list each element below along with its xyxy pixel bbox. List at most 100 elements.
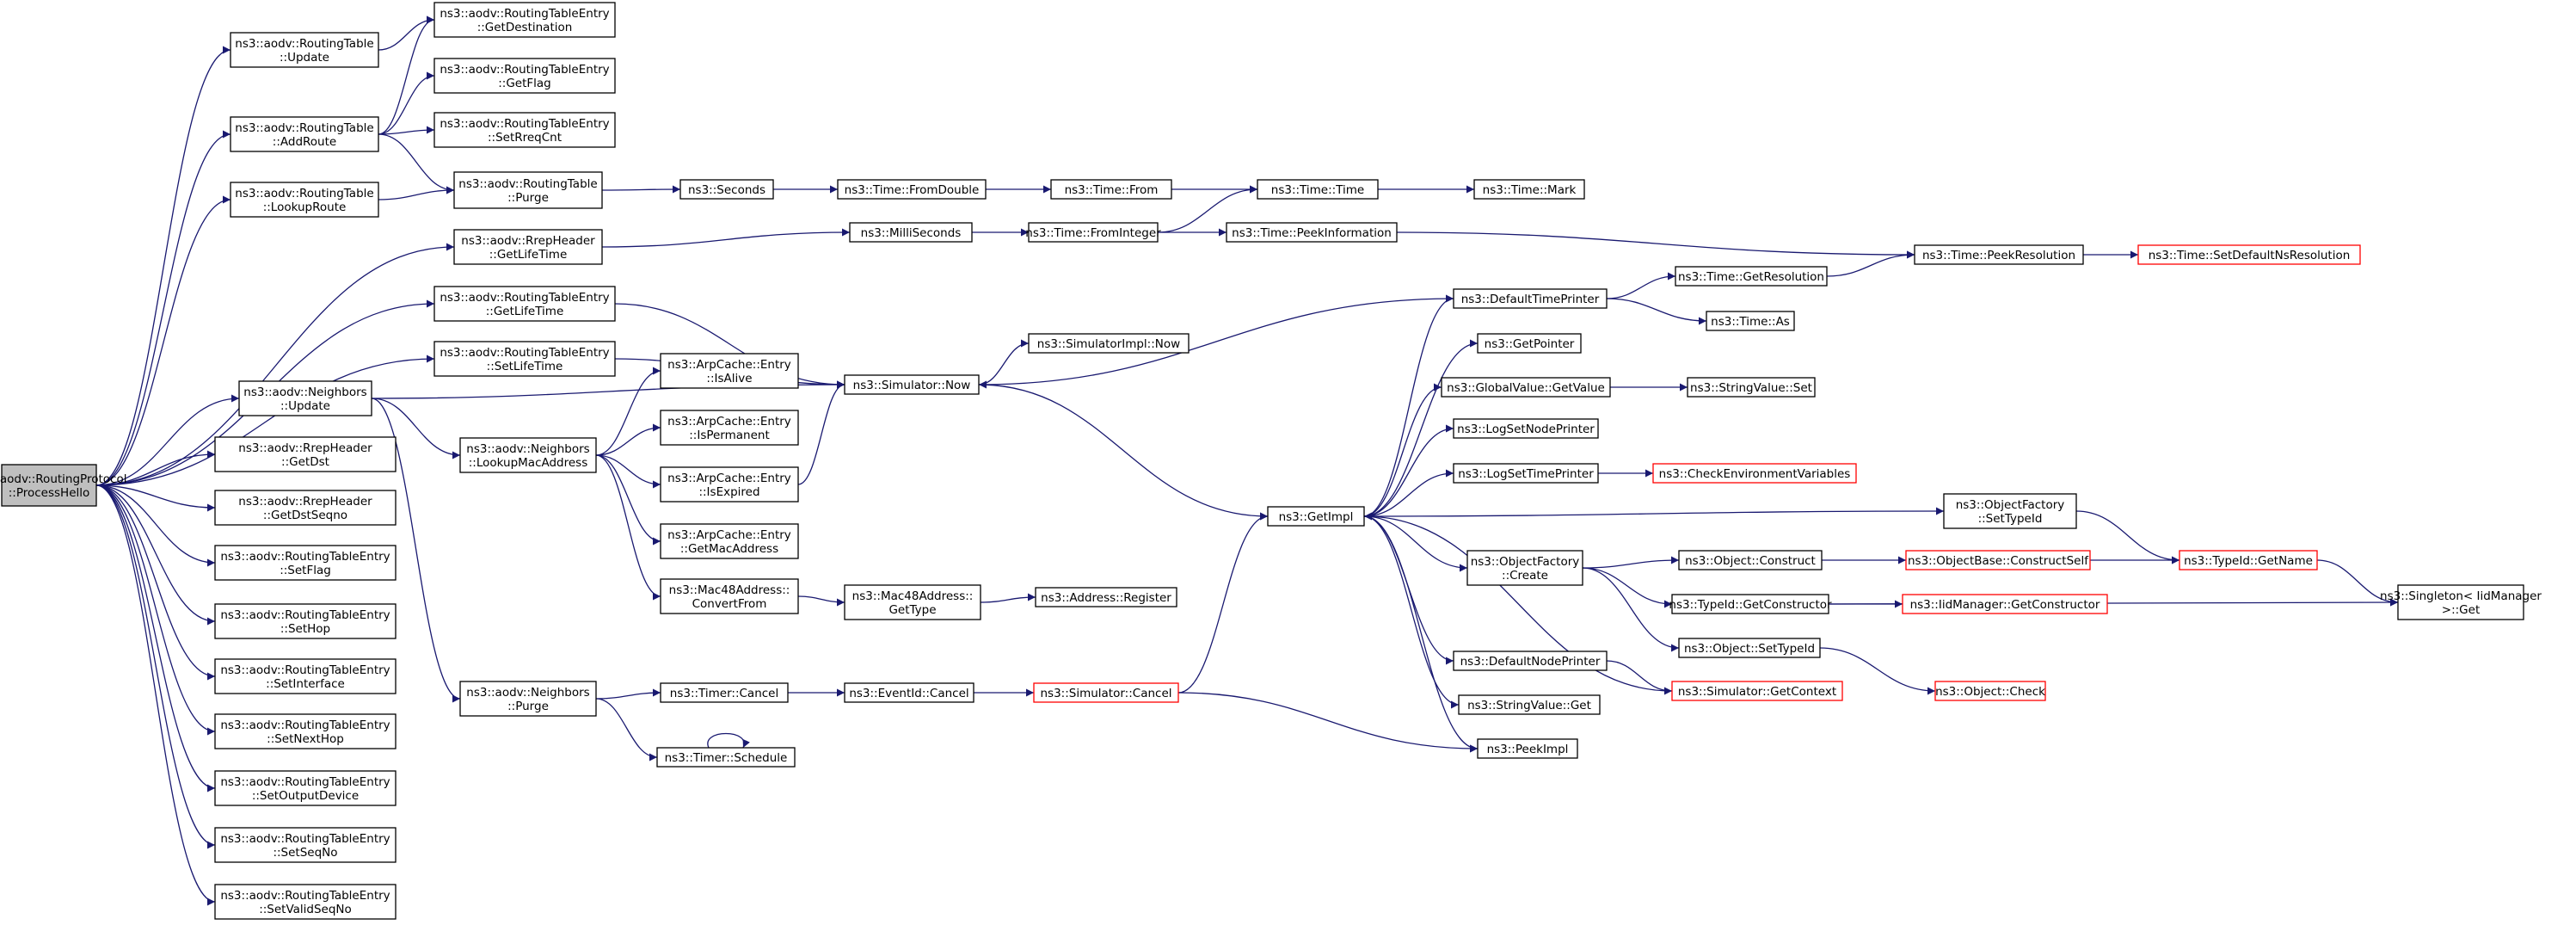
edge-n54-n62 xyxy=(1826,250,1915,277)
node-ns3-object-settypeid[interactable]: ns3::Object::SetTypeId xyxy=(1678,638,1821,658)
node-ns3-simulatorimpl-now[interactable]: ns3::SimulatorImpl::Now xyxy=(1028,333,1190,354)
node-ns3-aodv-routingtableentry-sethop[interactable]: ns3::aodv::RoutingTableEntry::SetHop xyxy=(214,603,397,639)
edge-n0-n3 xyxy=(95,195,231,486)
node-ns3-milliseconds[interactable]: ns3::MilliSeconds xyxy=(849,222,973,243)
node-ns3-globalvalue-getvalue[interactable]: ns3::GlobalValue::GetValue xyxy=(1441,377,1611,398)
edge-n43-n53 xyxy=(1363,515,1479,753)
node-ns3-time-peekinformation[interactable]: ns3::Time::PeekInformation xyxy=(1226,222,1398,243)
node-box xyxy=(1453,651,1608,671)
node-ns3-getimpl[interactable]: ns3::GetImpl xyxy=(1267,506,1365,527)
node-label: ::Create xyxy=(1502,569,1548,583)
node-ns3-aodv-routingtable-purge[interactable]: ns3::aodv::RoutingTable::Purge xyxy=(453,171,603,209)
node-ns3-time-frominteger[interactable]: ns3::Time::FromInteger xyxy=(1025,222,1161,243)
node-ns3-aodv-routingtableentry-setrreqcnt[interactable]: ns3::aodv::RoutingTableEntry::SetRreqCnt xyxy=(433,112,616,148)
node-ns3-mac48address-convertfrom[interactable]: ns3::Mac48Address::ConvertFrom xyxy=(660,578,799,614)
node-ns3-simulator-getcontext[interactable]: ns3::Simulator::GetContext xyxy=(1671,681,1843,701)
node-ns3-defaultnodeprinter[interactable]: ns3::DefaultNodePrinter xyxy=(1453,651,1608,671)
node-ns3-aodv-routingtableentry-setoutputdevice[interactable]: ns3::aodv::RoutingTableEntry::SetOutputD… xyxy=(214,770,397,806)
node-ns3-objectfactory-settypeid[interactable]: ns3::ObjectFactory::SetTypeId xyxy=(1943,493,2077,529)
node-label: ns3::GetPointer xyxy=(1485,337,1575,351)
node-label: ns3::EventId::Cancel xyxy=(849,687,968,700)
node-ns3-defaulttimeprinter[interactable]: ns3::DefaultTimePrinter xyxy=(1453,288,1608,309)
node-ns3-timer-cancel[interactable]: ns3::Timer::Cancel xyxy=(660,682,789,703)
node-ns3-arpcache-entry-getmacaddress[interactable]: ns3::ArpCache::Entry::GetMacAddress xyxy=(660,523,799,559)
node-ns3-time-mark[interactable]: ns3::Time::Mark xyxy=(1473,179,1585,200)
node-ns3-aodv-routingtable-lookuproute[interactable]: ns3::aodv::RoutingTable::LookupRoute xyxy=(230,182,379,218)
node-ns3-aodv-routingtableentry-setvalidseqno[interactable]: ns3::aodv::RoutingTableEntry::SetValidSe… xyxy=(214,884,397,920)
node-ns3-singleton-iidmanager-get[interactable]: ns3::Singleton< IidManager >::Get xyxy=(2380,584,2542,620)
node-ns3-arpcache-entry-isexpired[interactable]: ns3::ArpCache::Entry::IsExpired xyxy=(660,466,799,503)
node-label: ::SetHop xyxy=(280,622,330,636)
node-ns3-typeid-getconstructor[interactable]: ns3::TypeId::GetConstructor xyxy=(1669,594,1832,614)
node-ns3-aodv-routingtable-addroute[interactable]: ns3::aodv::RoutingTable::AddRoute xyxy=(230,116,379,152)
node-ns3-time-time[interactable]: ns3::Time::Time xyxy=(1257,179,1379,200)
node-ns3-typeid-getname[interactable]: ns3::TypeId::GetName xyxy=(2179,550,2318,570)
node-ns3-aodv-routingtableentry-getflag[interactable]: ns3::aodv::RoutingTableEntry::GetFlag xyxy=(433,58,616,94)
node-label: ns3::DefaultTimePrinter xyxy=(1461,293,1600,306)
edge-n50-n60 xyxy=(1582,567,1680,652)
node-ns3-simulator-cancel[interactable]: ns3::Simulator::Cancel xyxy=(1033,682,1179,703)
node-label: ::GetLifeTime xyxy=(489,248,568,262)
node-ns3-time-getresolution[interactable]: ns3::Time::GetResolution xyxy=(1675,266,1828,287)
node-ns3-aodv-rrepheader-getdstseqno[interactable]: ns3::aodv::RrepHeader::GetDstSeqno xyxy=(214,490,397,526)
node-ns3-stringvalue-get[interactable]: ns3::StringValue::Get xyxy=(1458,694,1601,715)
node-ns3-checkenvironmentvariables[interactable]: ns3::CheckEnvironmentVariables xyxy=(1652,463,1857,484)
node-ns3-peekimpl[interactable]: ns3::PeekImpl xyxy=(1477,738,1578,759)
node-ns3-eventid-cancel[interactable]: ns3::EventId::Cancel xyxy=(844,682,974,703)
node-box xyxy=(1902,594,2108,614)
node-box xyxy=(433,286,616,322)
node-ns3-mac48address-gettype[interactable]: ns3::Mac48Address::GetType xyxy=(844,584,981,620)
node-ns3-objectfactory-create[interactable]: ns3::ObjectFactory::Create xyxy=(1466,550,1583,586)
node-label: ns3::ObjectFactory xyxy=(1471,555,1580,569)
node-ns3-aodv-neighbors-lookupmacaddress[interactable]: ns3::aodv::Neighbors::LookupMacAddress xyxy=(459,437,597,473)
node-ns3-aodv-routingprotocol-processhello[interactable]: ns3::aodv::RoutingProtocol::ProcessHello xyxy=(0,464,126,507)
node-ns3-simulator-now[interactable]: ns3::Simulator::Now xyxy=(844,374,980,395)
edge-n4-n21 xyxy=(371,398,461,459)
node-ns3-seconds[interactable]: ns3::Seconds xyxy=(679,179,774,200)
node-box xyxy=(1033,682,1179,703)
node-ns3-aodv-rrepheader-getlifetime[interactable]: ns3::aodv::RrepHeader::GetLifeTime xyxy=(453,229,603,265)
node-ns3-timer-schedule[interactable]: ns3::Timer::Schedule xyxy=(656,747,796,768)
node-ns3-time-peekresolution[interactable]: ns3::Time::PeekResolution xyxy=(1914,244,2084,265)
node-ns3-aodv-routingtableentry-getdestination[interactable]: ns3::aodv::RoutingTableEntry::GetDestina… xyxy=(433,2,616,38)
node-ns3-time-as[interactable]: ns3::Time::As xyxy=(1706,311,1795,331)
node-ns3-aodv-routingtableentry-setnexthop[interactable]: ns3::aodv::RoutingTableEntry::SetNextHop xyxy=(214,713,397,749)
node-ns3-aodv-routingtableentry-setinterface[interactable]: ns3::aodv::RoutingTableEntry::SetInterfa… xyxy=(214,658,397,694)
edge-n43-n45 xyxy=(1363,294,1454,517)
node-ns3-address-register[interactable]: ns3::Address::Register xyxy=(1035,587,1177,607)
node-ns3-time-setdefaultnsresolution[interactable]: ns3::Time::SetDefaultNsResolution xyxy=(2137,244,2361,265)
node-ns3-getpointer[interactable]: ns3::GetPointer xyxy=(1477,333,1582,354)
edge-n40-n53 xyxy=(1177,692,1479,753)
node-ns3-objectbase-constructself[interactable]: ns3::ObjectBase::ConstructSelf xyxy=(1905,550,2091,570)
node-ns3-logsettimeprinter[interactable]: ns3::LogSetTimePrinter xyxy=(1453,463,1599,484)
node-ns3-aodv-rrepheader-getdst[interactable]: ns3::aodv::RrepHeader::GetDst xyxy=(214,436,397,472)
node-label: ns3::MilliSeconds xyxy=(861,226,962,240)
node-box xyxy=(1257,179,1379,200)
node-ns3-iidmanager-getconstructor[interactable]: ns3::IidManager::GetConstructor xyxy=(1902,594,2108,614)
node-ns3-time-from[interactable]: ns3::Time::From xyxy=(1050,179,1172,200)
node-ns3-stringvalue-set[interactable]: ns3::StringValue::Set xyxy=(1687,377,1816,398)
node-ns3-logsetnodeprinter[interactable]: ns3::LogSetNodePrinter xyxy=(1453,418,1599,439)
node-ns3-arpcache-entry-isalive[interactable]: ns3::ArpCache::Entry::IsAlive xyxy=(660,353,799,389)
edges-layer xyxy=(95,15,2399,906)
edge-n30-n36 xyxy=(797,595,845,607)
node-label: ns3::aodv::RoutingTableEntry xyxy=(440,7,609,21)
node-ns3-aodv-routingtableentry-setflag[interactable]: ns3::aodv::RoutingTableEntry::SetFlag xyxy=(214,545,397,581)
node-ns3-object-check[interactable]: ns3::Object::Check xyxy=(1934,681,2046,701)
node-ns3-arpcache-entry-ispermanent[interactable]: ns3::ArpCache::Entry::IsPermanent xyxy=(660,410,799,446)
node-label: ::SetSeqNo xyxy=(273,846,337,860)
node-box xyxy=(1028,333,1190,354)
node-ns3-time-fromdouble[interactable]: ns3::Time::FromDouble xyxy=(837,179,987,200)
node-ns3-aodv-routingtableentry-setlifetime[interactable]: ns3::aodv::RoutingTableEntry::SetLifeTim… xyxy=(433,341,616,377)
node-label: ns3::aodv::RrepHeader xyxy=(238,441,372,455)
node-ns3-aodv-routingtableentry-setseqno[interactable]: ns3::aodv::RoutingTableEntry::SetSeqNo xyxy=(214,827,397,863)
node-box xyxy=(214,770,397,806)
node-label: ns3::aodv::RoutingTable xyxy=(235,121,373,135)
node-ns3-aodv-routingtable-update[interactable]: ns3::aodv::RoutingTable::Update xyxy=(230,32,379,68)
node-ns3-aodv-neighbors-purge[interactable]: ns3::aodv::Neighbors::Purge xyxy=(459,681,597,717)
node-ns3-aodv-routingtableentry-getlifetime[interactable]: ns3::aodv::RoutingTableEntry::GetLifeTim… xyxy=(433,286,616,322)
node-box xyxy=(1035,587,1177,607)
node-ns3-aodv-neighbors-update[interactable]: ns3::aodv::Neighbors::Update xyxy=(238,380,372,416)
node-ns3-object-construct[interactable]: ns3::Object::Construct xyxy=(1678,550,1823,570)
